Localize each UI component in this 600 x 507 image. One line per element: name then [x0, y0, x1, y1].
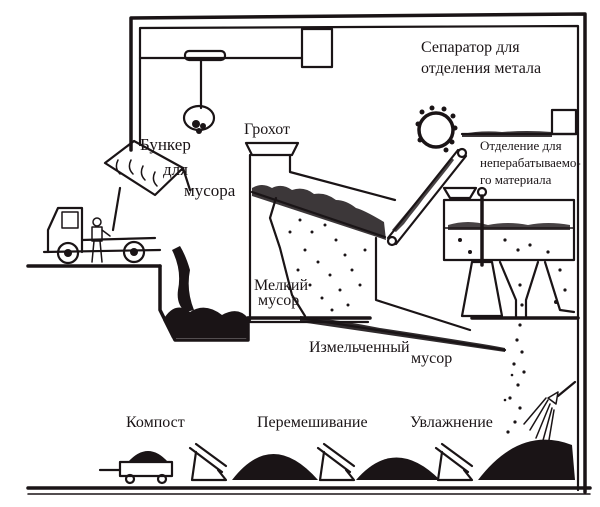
turner-conveyor-2-icon [316, 442, 356, 482]
label-moistening: Увлажнение [410, 414, 493, 431]
label-screen: Грохот [244, 121, 290, 138]
label-reject-line2: неперабатываемо- [480, 155, 581, 170]
compost-cart-icon [98, 460, 174, 485]
label-bunker-line2: для [163, 160, 188, 179]
compost-piles [128, 439, 575, 480]
magnetic-separator-icon [415, 105, 552, 153]
label-fine-waste: Мелкий мусор [254, 277, 308, 309]
label-shredded-waste: Измельченный мусор [309, 339, 452, 367]
turner-conveyor-3-icon [434, 442, 474, 482]
label-fine-waste-line1: Мелкий [254, 277, 308, 294]
label-fine-waste-line2: мусор [258, 292, 299, 309]
label-shredded-waste-line2: мусор [411, 350, 452, 367]
compost-pile-3 [356, 457, 440, 480]
screen-hopper [244, 141, 472, 332]
label-bunker: Бункер для мусора [140, 135, 236, 200]
label-bunker-line1: Бункер [140, 135, 191, 154]
label-bunker-line3: мусора [184, 181, 236, 200]
label-reject-line1: Отделение для [480, 138, 562, 153]
label-mixing: Перемешивание [257, 414, 368, 431]
compost-pile-4 [478, 439, 575, 480]
label-reject-section: Отделение для неперабатываемо- го матери… [480, 138, 581, 187]
falling-waste-stream [503, 323, 526, 434]
label-compost: Компост [126, 414, 185, 431]
turner-conveyor-1-icon [188, 442, 228, 482]
waste-bunker [26, 246, 250, 342]
dump-truck-icon [42, 139, 192, 265]
compost-pile-2 [232, 454, 318, 480]
label-shredded-waste-line1: Измельченный [309, 339, 410, 356]
fine-waste-particles [288, 218, 367, 312]
label-separator: Сепаратор для отделения метала [421, 39, 541, 77]
inclined-conveyor [386, 147, 468, 247]
shredded-waste-chute [298, 316, 507, 352]
label-reject-line3: го материала [480, 172, 552, 187]
label-separator-line2: отделения метала [421, 60, 541, 77]
crane-grab-bucket-icon [182, 104, 216, 134]
middle-floor [246, 316, 580, 324]
compost-pile-1 [128, 451, 168, 462]
label-separator-line1: Сепаратор для [421, 39, 520, 56]
worker-icon [91, 217, 111, 263]
water-sprinkler-icon [523, 380, 577, 447]
overhead-crane [138, 27, 334, 110]
reject-bin [442, 186, 576, 320]
